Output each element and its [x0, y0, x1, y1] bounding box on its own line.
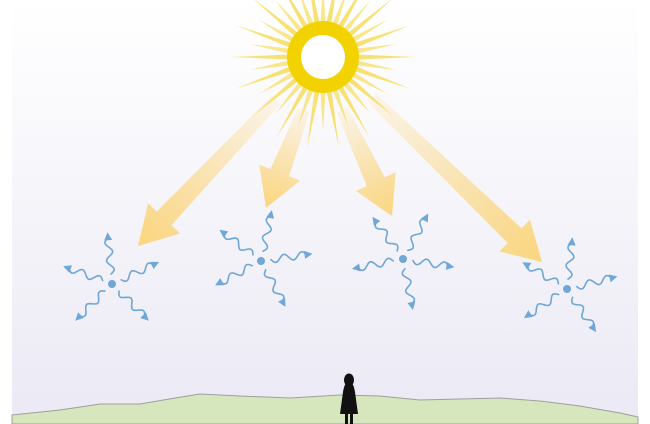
particle-dot: [108, 280, 116, 288]
sun-center: [301, 35, 345, 79]
particle-dot: [257, 257, 265, 265]
particle-dot: [563, 285, 571, 293]
particle-dot: [399, 255, 407, 263]
